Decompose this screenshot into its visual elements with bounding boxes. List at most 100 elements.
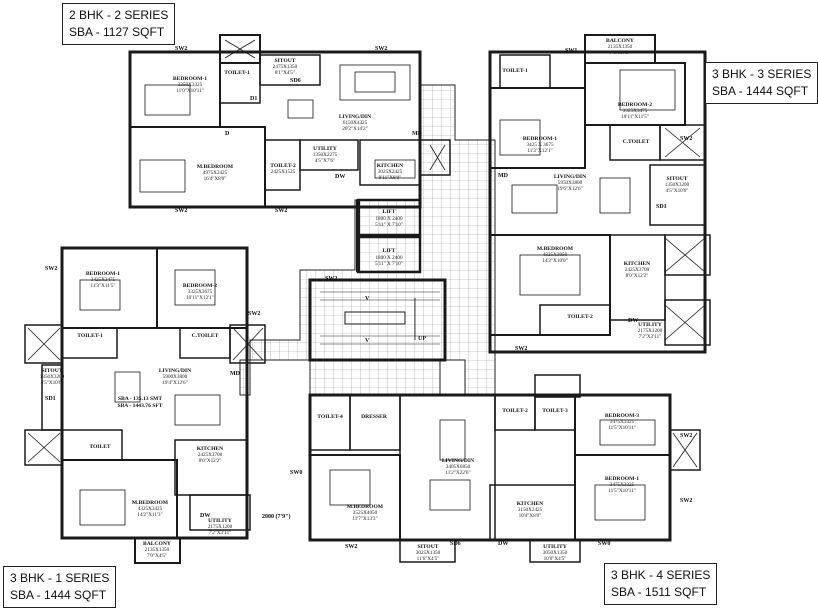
room-imperial: 20'2"X14'2" [342,126,367,132]
window-mark: SW2 [680,433,692,439]
room-dims: 2175X1200 [638,328,663,334]
room-name: LIFT [382,248,395,254]
window-mark: SW2 [275,208,287,214]
room-name: BEDROOM-1 [86,271,120,277]
room-dims: 3025X2425 [378,169,403,175]
room-dims: 5900X3800 [163,374,188,380]
room-imperial: 10'11"X12'1" [186,295,214,301]
room-dims: 3150X2425 [518,507,543,513]
room-dims: 5950X3800 [558,180,583,186]
room-name: M.BEDROOM [132,500,169,506]
room-imperial: 9'11"X8'0" [379,175,402,181]
series-area: SBA - 1444 SQFT [10,588,107,602]
room-imperial: 7'0"X4'5" [610,50,630,56]
window-mark: SW2 [345,544,357,550]
room-dims: 2425X3700 [198,452,223,458]
series-area: SBA - 1511 SQFT [611,585,707,599]
door-mark: DW [498,541,508,547]
window-mark: SW1 [565,48,577,54]
window-mark: SW2 [248,311,260,317]
series-tag-bottom-right: 3 BHK - 4 SERIES SBA - 1511 SQFT [604,563,718,605]
room-dims: 4325X3425 [138,506,163,512]
room-dims: 3425 X 3675 [526,142,553,148]
room-name: BEDROOM-2 [618,102,652,108]
room-name: LIVING/DIN [442,458,474,464]
room-dims: 1350X3200 [665,182,690,188]
room-imperial: 7'2"X3'11" [639,334,662,340]
door-mark: D [225,131,230,137]
room-name: LIFT [382,209,395,215]
room-dims: 3475X3325 [610,419,635,425]
room-dims: 1350X3200 [40,374,65,380]
room-name: SITOUT [417,544,438,550]
room-name: SITOUT [41,368,62,374]
room-dims: 2135X1350 [608,44,633,50]
room-imperial: 10'0"X4'5" [544,556,567,562]
room-imperial: 8'0"X12'2" [199,458,222,464]
room-name: LIVING/DIN [554,174,586,180]
room-imperial: 7'0"X4'5" [147,553,167,559]
room-dims: 4325X3050 [543,252,568,258]
room-name: TOILET-1 [77,333,103,339]
room-imperial: 5'11" X 7'10" [375,222,403,228]
corridor-dimension: 2000 (7'9") [262,513,291,520]
room-imperial: 19'6"X12'6" [557,186,582,192]
room-dims: 3525X4050 [353,510,378,516]
room-dims: 3325X3475 [623,108,648,114]
series-tag-bottom-left: 3 BHK - 1 SERIES SBA - 1444 SQFT [3,566,117,608]
floor-plan-drawing: BEDROOM-1 3350X3325 11'0"X10'11" M.BEDRO… [24,34,711,564]
room-imperial: 7'2"X3'11" [209,530,232,536]
room-dims: 6150X4325 [343,120,368,126]
room-labels: BEDROOM-1 3350X3325 11'0"X10'11" M.BEDRO… [40,38,690,562]
room-imperial: 11'3"X12'1" [527,148,552,154]
door-mark: DW [628,318,638,324]
room-imperial: 11'0"X10'11" [176,88,204,94]
room-dims: 2425X1525 [271,169,296,175]
window-mark: SW2 [680,498,692,504]
room-name: UTILITY [543,544,567,550]
room-name: BEDROOM-1 [173,76,207,82]
window-mark: SW0 [290,470,302,476]
room-imperial: 4'5"X10'6" [666,188,689,194]
series-area: SBA - 1127 SQFT [69,25,165,39]
window-mark: SW0 [598,541,610,547]
unit-2bhk-2-series [128,34,451,209]
room-imperial: 14'2"X10'0" [542,258,567,264]
room-imperial: 11'5"X10'11" [608,425,636,431]
room-imperial: 19'4"X12'6" [162,380,187,386]
room-dims: 2135X1350 [145,547,170,553]
door-mark: SD6 [290,78,301,84]
window-mark: SW2 [175,46,187,52]
room-name: LIVING/DIN [159,368,191,374]
room-name: BEDROOM-1 [605,476,639,482]
room-name: SITOUT [274,58,295,64]
door-mark: SD1 [656,204,667,210]
room-name: TOILET-3 [542,408,568,414]
series-tag-top-left: 2 BHK - 2 SERIES SBA - 1127 SQFT [62,3,176,45]
unit-3bhk-3-series [488,34,711,354]
room-name: M.BEDROOM [537,246,574,252]
series-title: 3 BHK - 3 SERIES [712,67,812,81]
room-name: KITCHEN [624,261,650,267]
sba-note: SBA - 135.13 SMT [118,396,162,402]
door-mark: MD [498,173,509,179]
room-imperial: 8'1"X4'5" [275,70,295,76]
room-imperial: 11'2"X22'6" [445,470,470,476]
room-name: C.TOILET [192,333,219,339]
room-dims: 3350X3325 [178,82,203,88]
room-name: TOILET-1 [502,68,528,74]
room-name: DRESSER [361,414,388,420]
series-title: 3 BHK - 1 SERIES [10,571,110,585]
room-name: BALCONY [606,38,634,44]
room-name: M.BEDROOM [197,164,234,170]
door-mark: SD6 [450,541,461,547]
room-imperial: 11'5"X10'11" [608,488,636,494]
room-dims: 3050X1350 [543,550,568,556]
staircase [308,278,447,362]
door-mark: MD [230,371,241,377]
room-name: TOILET-1 [224,70,250,76]
room-name: KITCHEN [517,501,543,507]
stair-arrow: V [365,338,370,344]
room-imperial: 11'3"X11'5" [90,283,115,289]
room-name: BEDROOM-3 [605,413,639,419]
